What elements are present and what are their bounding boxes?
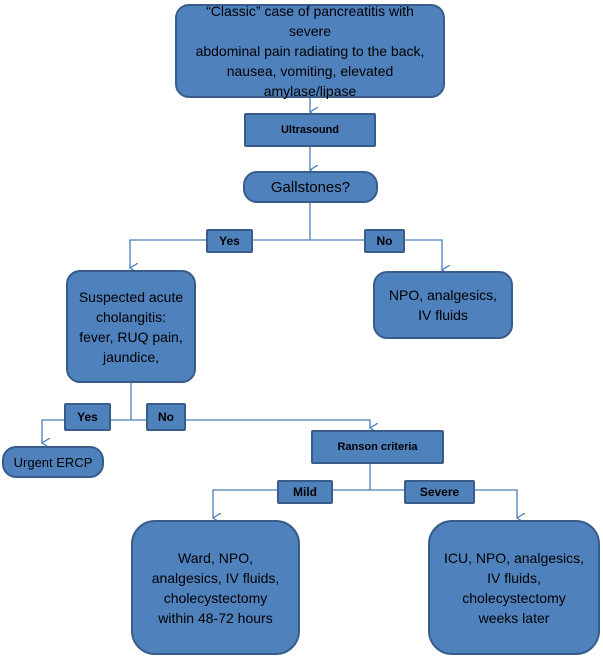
severe-label: Severe [404,480,475,504]
ranson-criteria-box: Ranson criteria [311,430,444,464]
ultrasound-box: Ultrasound [244,113,376,147]
npo-fluids-box: NPO, analgesics, IV fluids [373,271,513,339]
ward-box: Ward, NPO, analgesics, IV fluids, cholec… [131,520,300,655]
yes-label-2: Yes [64,403,111,431]
gallstones-box: Gallstones? [243,171,378,203]
start-box: “Classic” case of pancreatitis with seve… [175,3,445,99]
arrow-branch-no-2 [131,419,370,428]
urgent-ercp-box: Urgent ERCP [2,446,104,478]
yes-label-1: Yes [206,229,253,253]
no-label-1: No [364,229,405,253]
arrow-branch-no-1 [310,239,442,270]
no-label-2: No [146,403,186,431]
mild-label: Mild [277,480,333,504]
icu-box: ICU, NPO, analgesics, IV fluids, cholecy… [428,520,600,655]
cholangitis-box: Suspected acute cholangitis: fever, RUQ … [66,270,196,383]
